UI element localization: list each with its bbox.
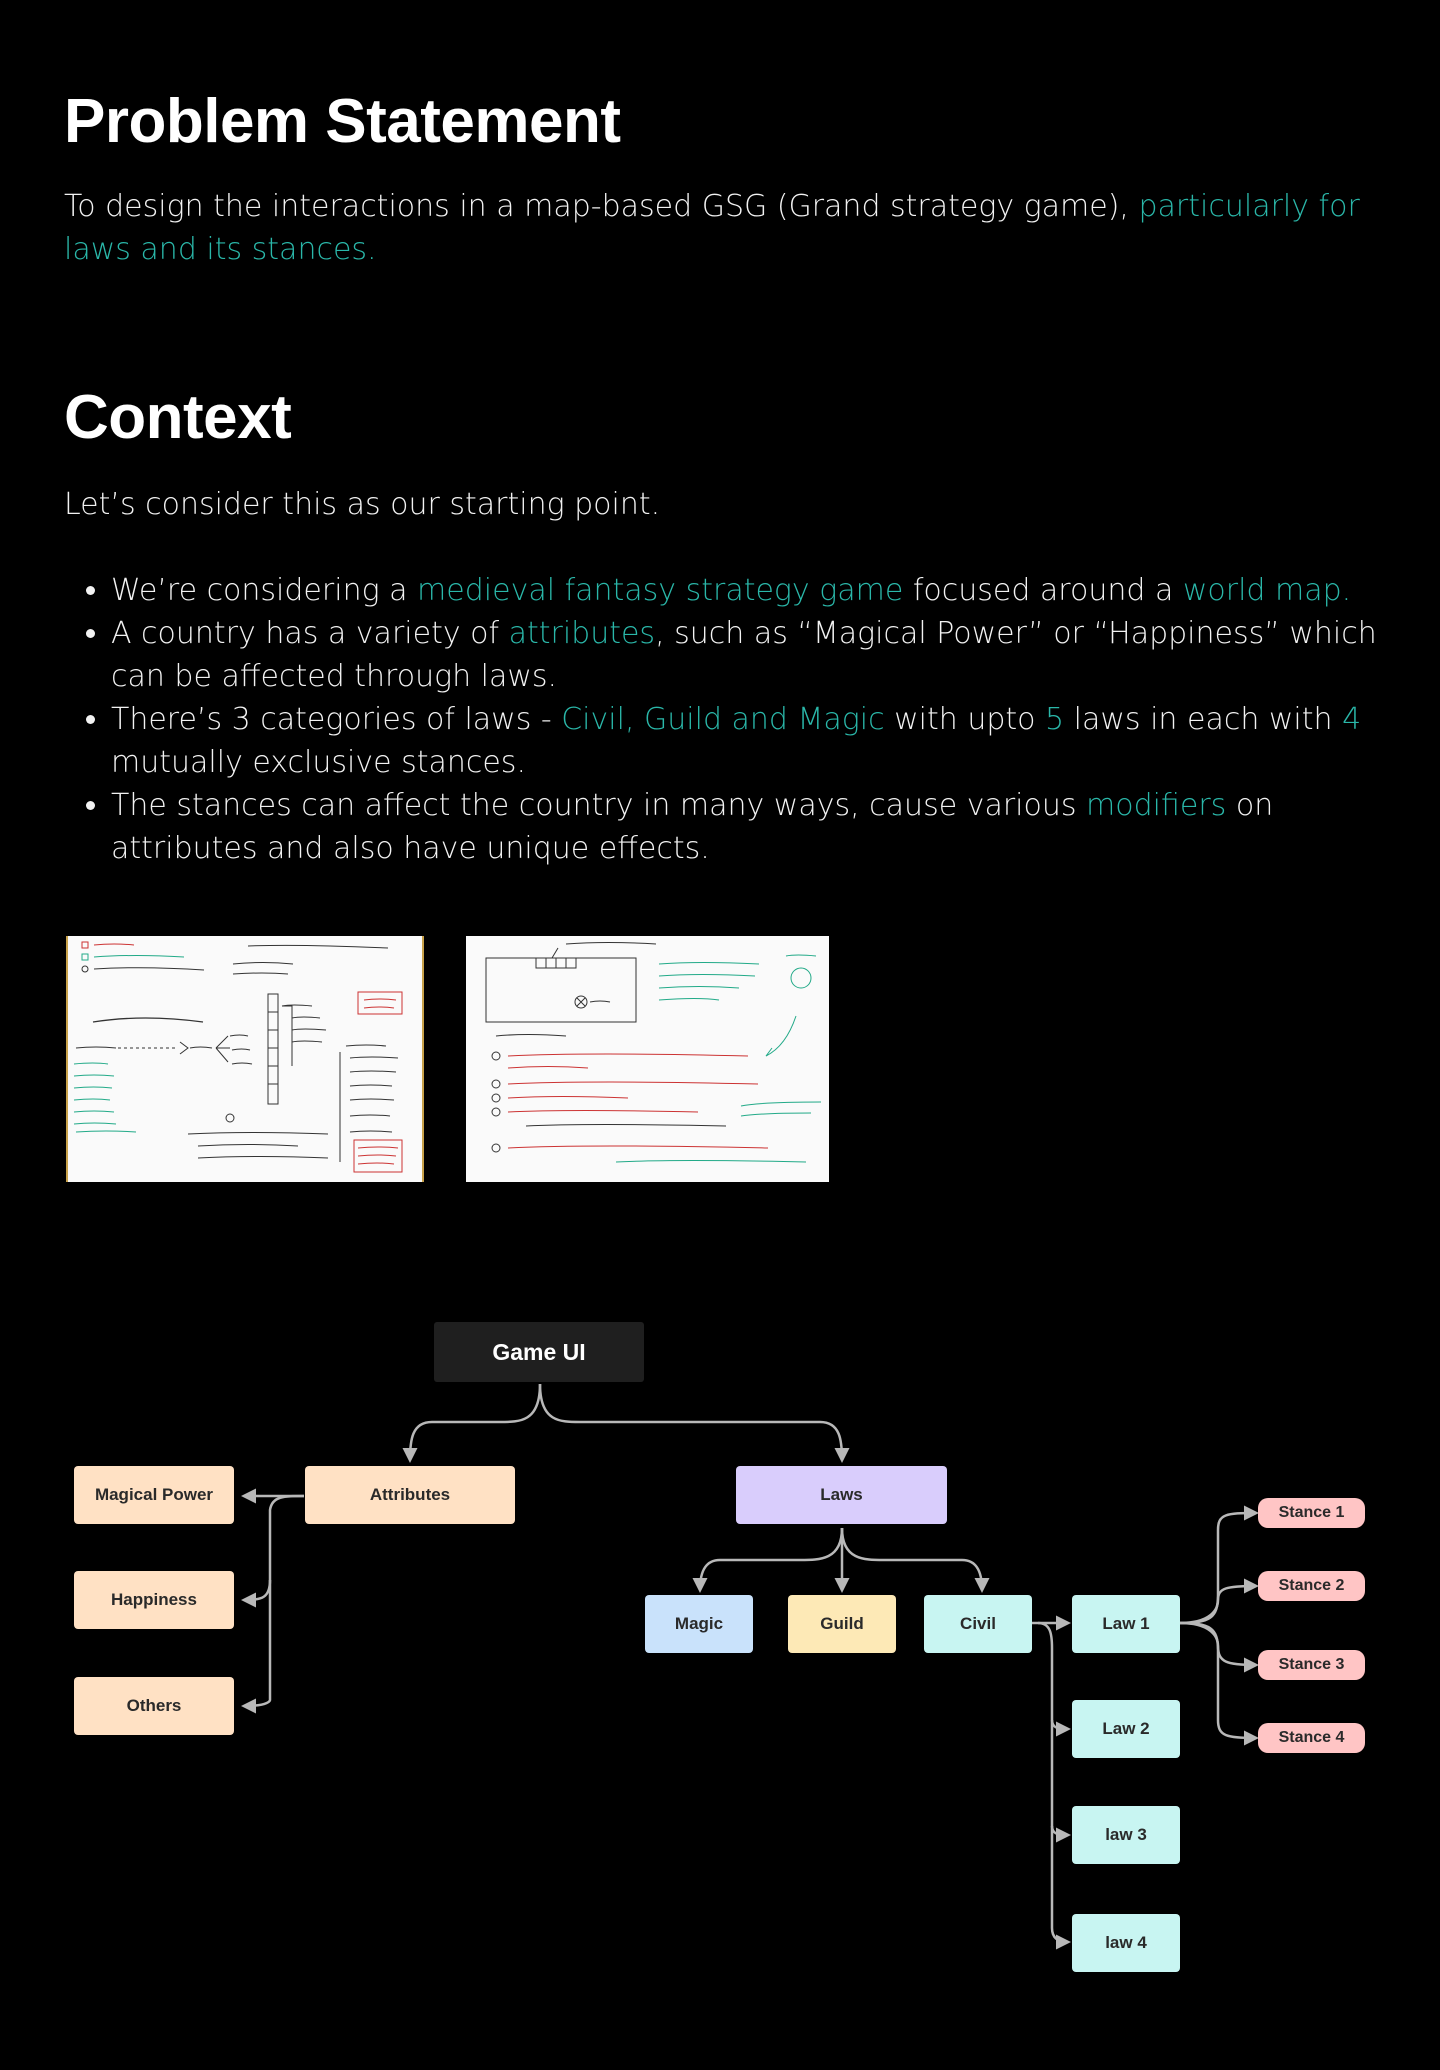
bullet-text: with upto (884, 702, 1046, 737)
list-item: There’s 3 categories of laws - Civil, Gu… (111, 698, 1401, 784)
bullet-text: on attributes and also have unique effec… (111, 788, 1274, 866)
bullet-text: , such as “Magical Power” or “Happiness”… (111, 616, 1377, 694)
bullet-highlight: 4 (1342, 702, 1362, 737)
connector-law1-stance2 (1179, 1578, 1259, 1625)
list-item: A country has a variety of attributes, s… (111, 612, 1401, 698)
magical-power-node: Magical Power (74, 1466, 234, 1524)
stance-1-node: Stance 1 (1258, 1498, 1365, 1528)
stance-3-node: Stance 3 (1258, 1650, 1365, 1680)
connector-civil-branch (1037, 1621, 1071, 1950)
connector-law1-stance3 (1179, 1621, 1259, 1673)
law-4-node: law 4 (1072, 1914, 1180, 1972)
law-3-node: law 3 (1072, 1806, 1180, 1864)
laws-node: Laws (736, 1466, 947, 1524)
connector-attributes-happiness (241, 1579, 272, 1608)
game-ui-node: Game UI (434, 1322, 644, 1382)
civil-node: Civil (924, 1595, 1032, 1653)
connector-root-attributes (402, 1383, 542, 1463)
sketch-drawing (73, 941, 403, 1173)
guild-node: Guild (788, 1595, 896, 1653)
context-bullet-list: We’re considering a medieval fantasy str… (64, 569, 1401, 870)
magic-node: Magic (645, 1595, 753, 1653)
list-item: We’re considering a medieval fantasy str… (111, 569, 1401, 612)
happiness-node: Happiness (74, 1571, 234, 1629)
bullet-highlight: attributes (508, 616, 656, 651)
connector-laws-civil (840, 1527, 990, 1593)
list-item: The stances can affect the country in ma… (111, 784, 1401, 870)
others-node: Others (74, 1677, 234, 1735)
problem-statement-body: To design the interactions in a map-base… (64, 185, 1364, 271)
stance-2-node: Stance 2 (1258, 1571, 1365, 1601)
connector-civil-law2 (1050, 1719, 1071, 1737)
connector-law1-stance4 (1179, 1621, 1259, 1746)
problem-statement-title: Problem Statement (64, 87, 621, 156)
sketch-image-information-hierarchy (66, 936, 424, 1182)
bullet-text: We’re considering a (111, 573, 418, 608)
bullet-text: The stances can affect the country in ma… (111, 788, 1087, 823)
attributes-node: Attributes (305, 1466, 515, 1524)
law-1-node: Law 1 (1072, 1595, 1180, 1653)
context-title: Context (64, 383, 292, 452)
connector-attributes-magical-power (241, 1494, 305, 1714)
problem-body-highlight: particularly for laws and its stances. (64, 189, 1360, 267)
bullet-highlight: medieval fantasy strategy game (417, 573, 904, 608)
law-2-node: Law 2 (1072, 1700, 1180, 1758)
connector-root-laws (538, 1383, 850, 1463)
connector-civil-law3 (1050, 1825, 1071, 1843)
problem-body-text: To design the interactions in a map-base… (64, 189, 1139, 224)
bullet-text: There’s 3 categories of laws - (111, 702, 562, 737)
bullet-highlight: 5 (1045, 702, 1065, 737)
bullet-text: laws in each with (1064, 702, 1343, 737)
bullet-highlight: world map. (1182, 573, 1352, 608)
bullet-highlight: Civil, Guild and Magic (561, 702, 885, 737)
sketch-drawing (485, 942, 822, 1163)
context-intro: Let’s consider this as our starting poin… (64, 487, 661, 522)
stance-4-node: Stance 4 (1258, 1723, 1365, 1753)
connector-law1-stance1 (1179, 1505, 1259, 1625)
bullet-text: A country has a variety of (111, 616, 509, 651)
bullet-text: mutually exclusive stances. (111, 745, 526, 780)
sketch-image-open-questions (466, 936, 829, 1182)
bullet-highlight: modifiers (1086, 788, 1227, 823)
bullet-text: focused around a (903, 573, 1183, 608)
connector-laws-magic (692, 1527, 844, 1593)
